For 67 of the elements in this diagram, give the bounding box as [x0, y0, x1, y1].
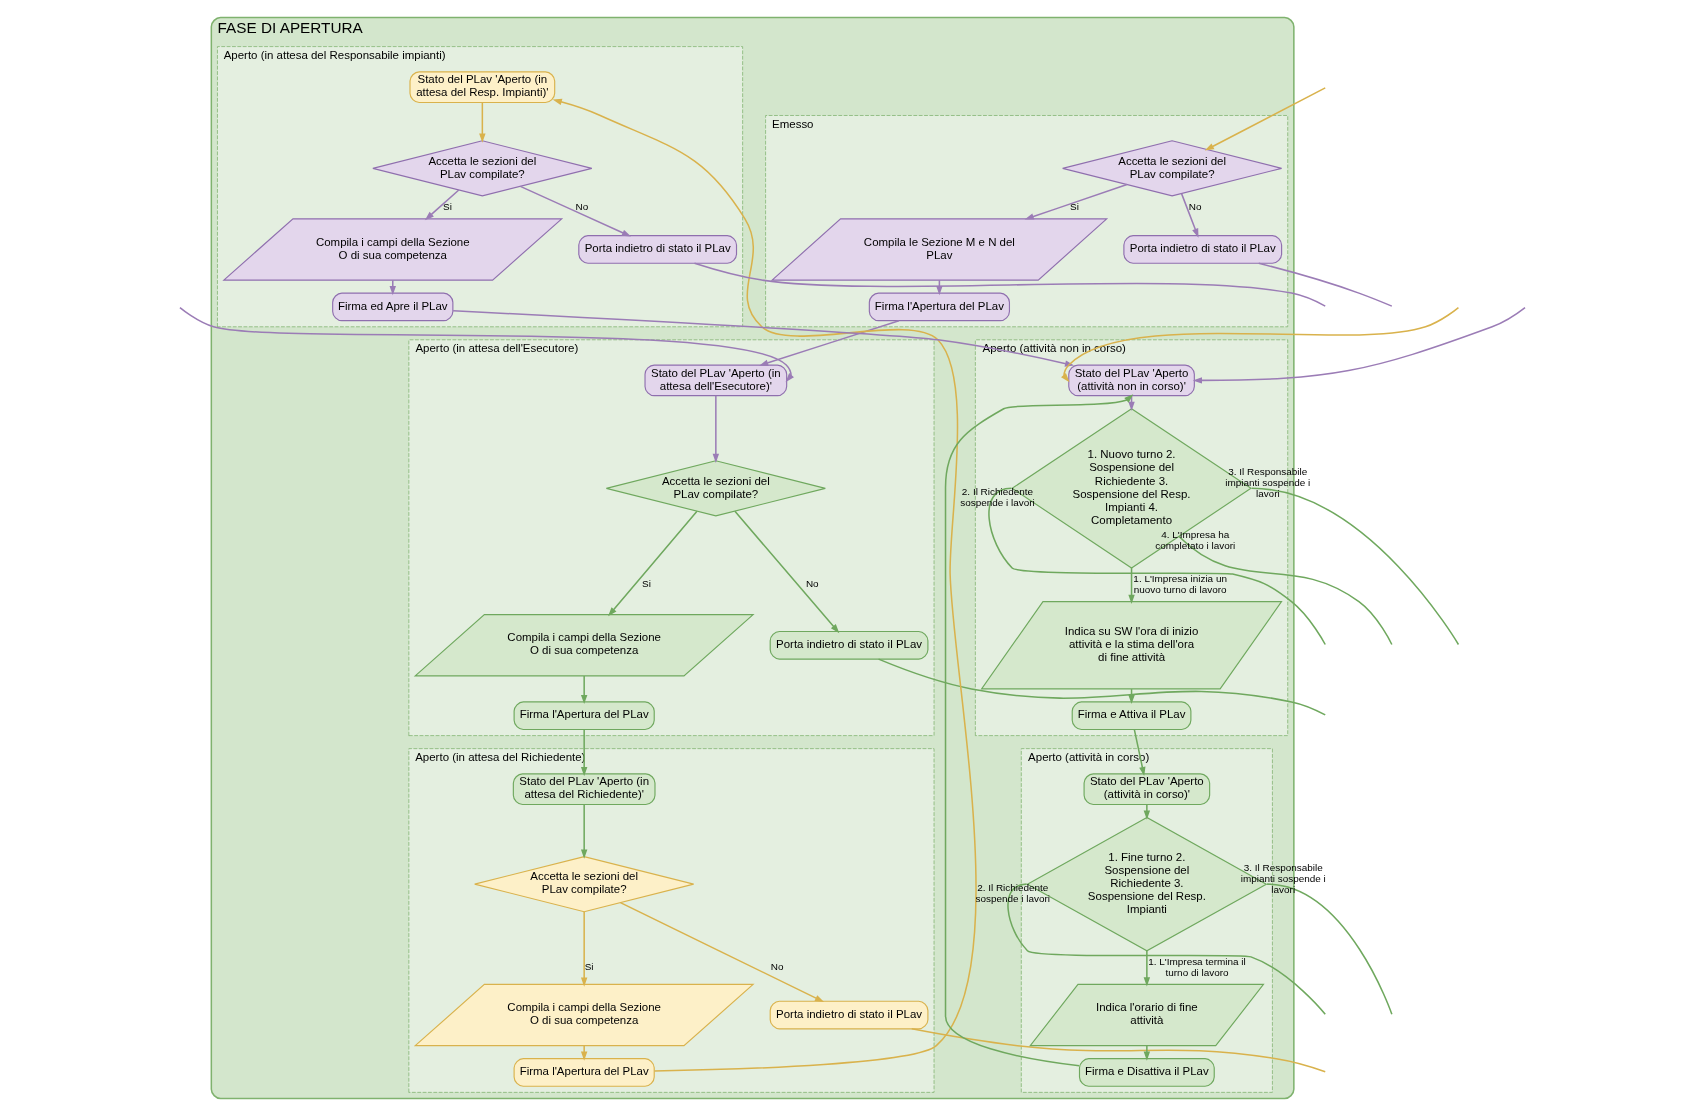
- node-diamond: Accetta le sezioni del PLav compilate?: [372, 140, 593, 197]
- node-box: Stato del PLav 'Aperto (in attesa del Richiedente)': [512, 773, 656, 806]
- arrow: [1180, 192, 1199, 238]
- edge-label: 3. Il Responsabile impianti sospende i lavori: [1225, 466, 1311, 499]
- edge-label: No: [1188, 200, 1202, 212]
- connector: [877, 658, 1326, 716]
- arrow: [580, 1044, 588, 1061]
- edge-label: No: [770, 961, 784, 973]
- node-box: Porta indietro di stato il PLav: [578, 235, 738, 264]
- connector: [693, 262, 1326, 307]
- node-box: Porta indietro di stato il PLav: [769, 1000, 929, 1030]
- node-box: Porta indietro di stato il PLav: [1123, 235, 1283, 264]
- arrow: [179, 306, 794, 383]
- connector: [1266, 883, 1393, 1016]
- arrow: [1204, 87, 1326, 151]
- edge-label: Si: [584, 961, 594, 973]
- arrow: [1133, 728, 1146, 777]
- arrow: [580, 803, 588, 859]
- connector: [1257, 262, 1393, 307]
- node-box: Stato del PLav 'Aperto (in attesa del Resp. Impianti)': [409, 71, 556, 104]
- node-diamond: Accetta le sezioni del PLav compilate?: [605, 460, 826, 517]
- connector: [1251, 487, 1460, 646]
- node-box: Firma e Attiva il PLav: [1071, 701, 1192, 731]
- node-box: Firma e Disattiva il PLav: [1078, 1058, 1215, 1087]
- arrow: [1143, 949, 1151, 987]
- arrow: [580, 728, 588, 777]
- connector: [988, 487, 1326, 646]
- edge-label: No: [575, 200, 589, 212]
- arrow: [424, 189, 460, 221]
- arrow: [1143, 803, 1151, 820]
- node-box: Stato del PLav 'Aperto (in attesa dell'Esecutore)': [644, 364, 788, 397]
- arrow: [1024, 183, 1128, 220]
- arrow: [1128, 567, 1135, 604]
- edge-label: Si: [443, 200, 452, 212]
- arrow: [580, 675, 588, 705]
- node-box: Porta indietro di stato il PLav: [769, 630, 929, 660]
- arrow: [712, 394, 720, 463]
- edge-label: 1. L'Impresa termina il turno di lavoro: [1148, 955, 1246, 978]
- arrow: [552, 98, 977, 1072]
- arrow: [580, 910, 588, 987]
- connector: [1178, 535, 1393, 646]
- node-box: Stato del PLav 'Aperto (attività in corso)': [1083, 773, 1211, 806]
- edge-label: 1. L'Impresa inizia un nuovo turno di lavoro: [1133, 573, 1227, 595]
- arrow: [1143, 1044, 1151, 1061]
- arrow: [619, 901, 825, 1003]
- arrow: [1192, 306, 1526, 384]
- arrow: [608, 510, 698, 617]
- arrow: [519, 185, 632, 237]
- edge-label: No: [805, 578, 819, 590]
- node-box: Firma l'Apertura del PLav: [513, 1058, 655, 1087]
- node-diamond: Accetta le sezioni del PLav compilate?: [474, 855, 695, 913]
- edge-label: 4. L'Impresa ha completato i lavori: [1155, 529, 1236, 551]
- edge-label: Si: [642, 578, 651, 590]
- edge-label: 3. Il Responsabile impianti sospende i lavori: [1240, 862, 1326, 895]
- arrow: [479, 101, 486, 143]
- node-box: Firma l'Apertura del PLav: [868, 292, 1010, 322]
- arrow: [734, 510, 840, 634]
- edge-label: 2. Il Richiedente sospende i lavori: [960, 486, 1035, 508]
- node-box: Firma l'Apertura del PLav: [513, 701, 655, 731]
- connector: [1007, 883, 1326, 1016]
- arrow: [389, 279, 396, 296]
- edge-label: 2. Il Richiedente sospende i lavori: [975, 881, 1051, 904]
- node-box: Stato del PLav 'Aperto (attività non in corso)': [1068, 364, 1195, 397]
- connector: [911, 1028, 1326, 1073]
- arrow: [759, 319, 900, 366]
- node-box: Firma ed Apre il PLav: [332, 292, 454, 322]
- edge-label: Si: [1070, 200, 1079, 212]
